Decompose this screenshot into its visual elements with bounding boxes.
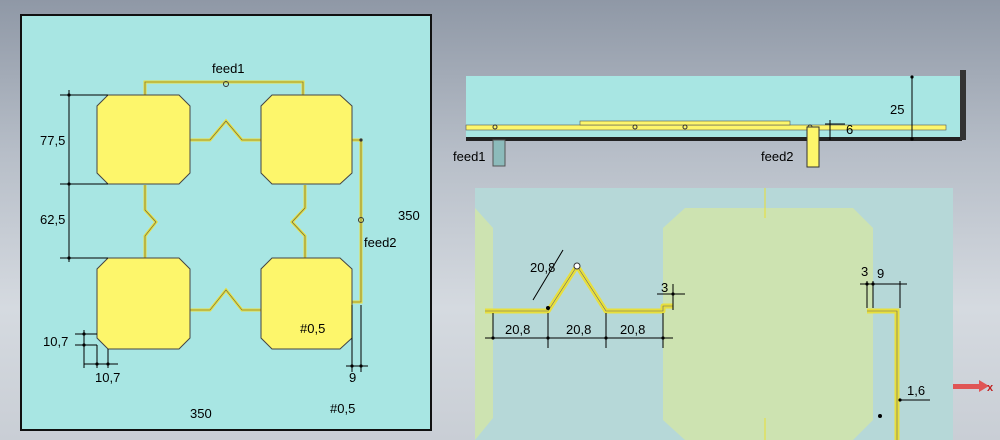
- detail-dim-seg-right-label: 20,8: [620, 322, 645, 337]
- feed1-point: [223, 81, 229, 87]
- top-feed1-label: feed1: [212, 61, 245, 76]
- side-view-ground: [466, 137, 962, 141]
- patch-top-right: [260, 94, 353, 185]
- patch-top-left: [96, 94, 191, 185]
- top-view-panel: feed1 feed2 77,5 62,5 10,7 10,7 350 350 …: [20, 14, 432, 431]
- detail-view-panel: x 20,8 20,8 20,8 20,8 3 3 9 1,6: [475, 188, 994, 440]
- dim-patch-height-label: 77,5: [40, 133, 65, 148]
- detail-view-patch-left: [475, 208, 493, 440]
- detail-feed2-line: [867, 308, 900, 440]
- side-view-panel: feed1 feed2 25 6: [453, 70, 966, 168]
- detail-view-patch-right: [663, 208, 873, 440]
- dim-chamfer-vertical-label: 10,7: [43, 334, 68, 349]
- dim-board-height-label: 350: [398, 208, 420, 223]
- dim-line-width-inner-label: #0,5: [300, 321, 325, 336]
- dim-line-width-bottom-label: #0,5: [330, 401, 355, 416]
- top-view-substrate: [20, 14, 432, 431]
- detail-dim-seg-mid-label: 20,8: [566, 322, 591, 337]
- side-feed2-probe: [806, 126, 820, 168]
- detail-dim-seg-left-label: 20,8: [505, 322, 530, 337]
- detail-dim-width-label: 1,6: [907, 383, 925, 398]
- side-feed1-probe: [492, 139, 506, 167]
- side-dim-feed-height-label: 6: [846, 122, 853, 137]
- feed2-point: [358, 217, 364, 223]
- side-feed1-label: feed1: [453, 149, 486, 164]
- side-view-substrate: [466, 76, 962, 140]
- patch-bottom-left: [96, 257, 191, 350]
- side-view-feedlines: [465, 120, 947, 131]
- dim-patch-gap-label: 62,5: [40, 212, 65, 227]
- dim-feed2-offset-label: 9: [349, 370, 356, 385]
- detail-dim-corner-b-label: 9: [877, 266, 884, 281]
- x-axis-indicator: x: [953, 380, 994, 394]
- side-feed2-label: feed2: [761, 149, 794, 164]
- patch-bottom-right: [260, 257, 353, 350]
- detail-dim-corner-a-label: 3: [861, 264, 868, 279]
- top-feed2-label: feed2: [364, 235, 397, 250]
- detail-dim-slant-label: 20,8: [530, 260, 555, 275]
- dim-board-width-label: 350: [190, 406, 212, 421]
- detail-dim-step-label: 3: [661, 280, 668, 295]
- dim-chamfer-horizontal-label: 10,7: [95, 370, 120, 385]
- detail-zigzag-line: [485, 263, 673, 314]
- side-dim-height-label: 25: [890, 102, 904, 117]
- x-axis-label: x: [987, 382, 994, 394]
